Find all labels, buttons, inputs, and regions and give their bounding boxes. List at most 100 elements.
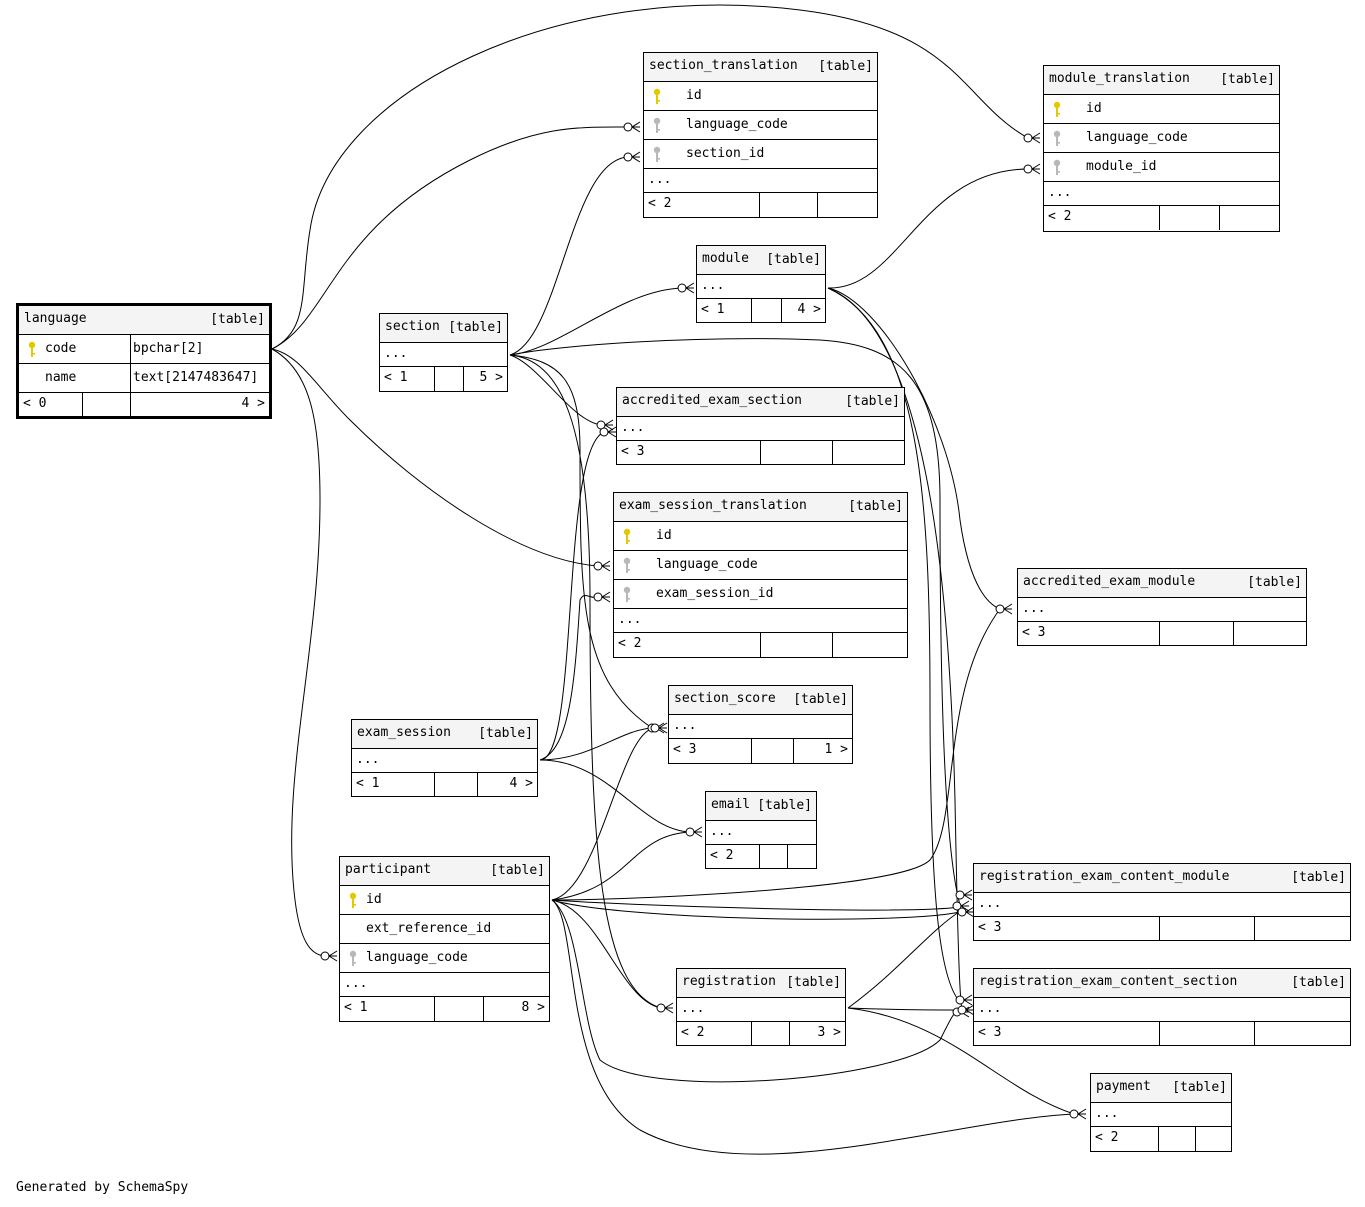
children-count: 5 > xyxy=(479,370,503,385)
relationship-line xyxy=(509,354,662,1009)
table-type: [table] xyxy=(793,692,848,707)
table-accredited-exam-section[interactable]: accredited_exam_section [table] ... < 3 xyxy=(616,387,905,465)
crows-foot xyxy=(328,950,338,962)
more-columns: ... xyxy=(974,998,1350,1022)
optional-circle xyxy=(656,1003,666,1013)
table-language[interactable]: language [table] code bpchar[2] name tex… xyxy=(16,303,272,419)
foreign-key-icon xyxy=(1053,159,1061,175)
relationship-line xyxy=(271,126,629,350)
table-section-score[interactable]: section_score [table] ... < 3 1 > xyxy=(668,685,853,764)
column-type: bpchar[2] xyxy=(133,341,204,356)
column-row[interactable]: language_code xyxy=(1044,124,1279,153)
column-name: id xyxy=(366,892,382,907)
column-row[interactable]: id xyxy=(614,522,907,551)
relationship-line xyxy=(551,899,662,1009)
more-columns: ... xyxy=(706,821,816,845)
column-row[interactable]: language_code xyxy=(340,944,549,973)
column-row[interactable]: module_id xyxy=(1044,153,1279,182)
children-count: 4 > xyxy=(509,776,533,791)
table-section[interactable]: section [table] ... < 1 5 > xyxy=(379,313,508,392)
more-columns: ... xyxy=(1091,1103,1231,1127)
table-registration[interactable]: registration [table] ... < 2 3 > xyxy=(676,968,846,1046)
relationship-line xyxy=(509,354,602,426)
table-type: [table] xyxy=(757,798,812,813)
table-header: module [table] xyxy=(697,246,825,275)
table-exam-session-translation[interactable]: exam_session_translation [table] id lang… xyxy=(613,492,908,658)
crows-foot xyxy=(965,906,975,918)
optional-circle xyxy=(1069,1109,1079,1119)
table-registration-exam-content-module[interactable]: registration_exam_content_module [table]… xyxy=(973,863,1351,941)
column-row[interactable]: name text[2147483647] xyxy=(19,364,269,393)
column-row[interactable]: id xyxy=(340,886,549,915)
crows-foot xyxy=(965,1004,975,1016)
children-count: 1 > xyxy=(824,742,848,757)
crows-foot xyxy=(1031,163,1041,175)
relationship-line xyxy=(847,1007,961,1011)
primary-key-icon xyxy=(653,88,661,104)
crows-foot xyxy=(1031,132,1041,144)
parents-count: < 3 xyxy=(673,742,697,757)
relationship-line xyxy=(551,727,656,901)
primary-key-icon xyxy=(28,341,36,357)
table-registration-exam-content-section[interactable]: registration_exam_content_section [table… xyxy=(973,968,1351,1046)
table-email[interactable]: email [table] ... < 2 xyxy=(705,791,817,869)
table-exam-session[interactable]: exam_session [table] ... < 1 4 > xyxy=(351,719,538,797)
column-name: name xyxy=(45,370,77,385)
table-module[interactable]: module [table] ... < 1 4 > xyxy=(696,245,826,323)
table-type: [table] xyxy=(766,252,821,267)
table-type: [table] xyxy=(210,312,265,327)
table-participant[interactable]: participant [table] id ext_reference_id … xyxy=(339,856,550,1022)
optional-circle xyxy=(957,1005,967,1015)
table-accredited-exam-module[interactable]: accredited_exam_module [table] ... < 3 xyxy=(1017,568,1307,646)
primary-key-icon xyxy=(1053,101,1061,117)
more-columns: ... xyxy=(644,169,877,193)
column-row[interactable]: language_code xyxy=(614,551,907,580)
table-name: registration_exam_content_module xyxy=(979,869,1230,884)
column-row[interactable]: code bpchar[2] xyxy=(19,335,269,364)
table-section-translation[interactable]: section_translation [table] id language_… xyxy=(643,52,878,218)
table-footer: < 2 3 > xyxy=(677,1022,845,1046)
generated-by-credit: Generated by SchemaSpy xyxy=(16,1180,189,1195)
table-header: registration [table] xyxy=(677,969,845,998)
relationship-line xyxy=(551,899,961,920)
column-row[interactable]: section_id xyxy=(644,140,877,169)
relationship-line xyxy=(551,899,1075,1155)
table-footer: < 3 xyxy=(617,441,904,465)
column-name: language_code xyxy=(686,117,788,132)
more-columns: ... xyxy=(1044,182,1279,206)
table-type: [table] xyxy=(448,320,503,335)
optional-circle xyxy=(650,723,660,733)
relationship-line xyxy=(509,156,629,356)
table-footer: < 3 xyxy=(974,917,1350,941)
column-name: section_id xyxy=(686,146,765,161)
relationship-line xyxy=(271,348,326,957)
crows-foot xyxy=(960,900,970,912)
table-header: registration_exam_content_section [table… xyxy=(974,969,1350,998)
column-row[interactable]: ext_reference_id xyxy=(340,915,549,944)
column-name: ext_reference_id xyxy=(366,921,492,936)
optional-circle xyxy=(1023,133,1033,143)
column-row[interactable]: id xyxy=(644,82,877,111)
table-name: module xyxy=(702,251,749,266)
column-name: module_id xyxy=(1086,159,1157,174)
more-columns: ... xyxy=(669,715,852,739)
relationship-line xyxy=(827,287,963,1011)
table-module-translation[interactable]: module_translation [table] id language_c… xyxy=(1043,65,1280,232)
table-payment[interactable]: payment [table] ... < 2 xyxy=(1090,1073,1232,1152)
column-name: id xyxy=(686,88,702,103)
column-row[interactable]: id xyxy=(1044,95,1279,124)
relationship-line xyxy=(539,594,599,761)
table-header: accredited_exam_module [table] xyxy=(1018,569,1306,598)
relationship-line xyxy=(827,287,1001,610)
children-count: 4 > xyxy=(797,302,821,317)
column-name: language_code xyxy=(1086,130,1188,145)
column-name: language_code xyxy=(366,950,468,965)
table-type: [table] xyxy=(818,59,873,74)
table-header: email [table] xyxy=(706,792,816,821)
column-row[interactable]: exam_session_id xyxy=(614,580,907,609)
optional-circle xyxy=(593,561,603,571)
column-row[interactable]: language_code xyxy=(644,111,877,140)
optional-circle xyxy=(623,152,633,162)
table-type: [table] xyxy=(845,394,900,409)
optional-circle xyxy=(593,592,603,602)
